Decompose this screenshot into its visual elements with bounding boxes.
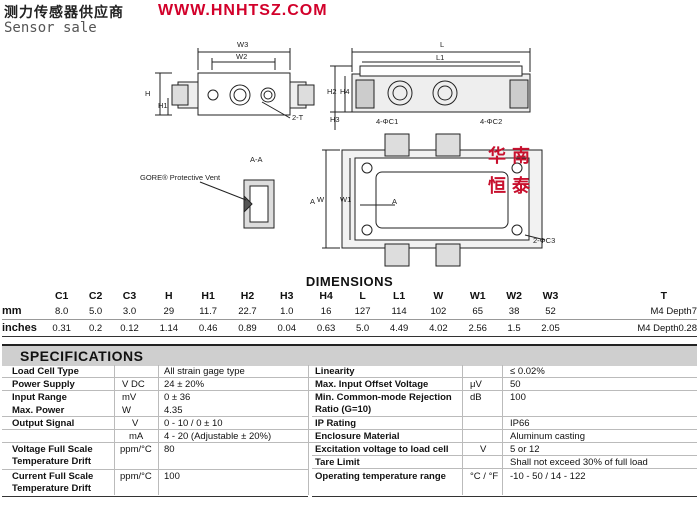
- table-row: Operating temperature range °C / °F -10 …: [312, 470, 697, 497]
- col-C1: C1: [54, 290, 69, 302]
- subtitle: Sensor sale: [4, 20, 97, 36]
- table-row: Excitation voltage to load cell V 5 or 1…: [312, 443, 697, 456]
- stamp-logo: 华 南 恒 泰: [488, 145, 531, 197]
- divider: [114, 365, 115, 495]
- table-row: Tare Limit Shall not exceed 30% of full …: [312, 456, 697, 469]
- svg-text:4-ΦC1: 4-ΦC1: [376, 117, 398, 126]
- svg-text:H1: H1: [158, 101, 168, 110]
- svg-text:2-T: 2-T: [292, 113, 304, 122]
- svg-text:W: W: [317, 195, 325, 204]
- table-row: mA 4 - 20 (Adjustable ± 20%) Enclosure M…: [2, 430, 697, 443]
- table-row: Max. Power W 4.35: [2, 404, 308, 417]
- divider: [502, 365, 503, 495]
- top-view: [322, 133, 546, 267]
- table-row: Min. Common-mode Rejection Ratio (G=10) …: [312, 391, 697, 417]
- svg-text:GORE® Protective Vent: GORE® Protective Vent: [140, 173, 221, 182]
- col-L: L: [359, 290, 366, 302]
- col-H4: H4: [319, 290, 333, 302]
- svg-text:H3: H3: [330, 115, 340, 124]
- side-view: [155, 48, 315, 119]
- drawing-labels: W3 W2 H H1 2-T L L1 H2 H4 H3 4-ΦC1 4-ΦC2…: [140, 40, 555, 245]
- svg-text:2-ΦC3: 2-ΦC3: [533, 236, 555, 245]
- col-C2: C2: [88, 290, 103, 302]
- divider: [462, 365, 463, 495]
- col-C3: C3: [122, 290, 137, 302]
- svg-text:恒: 恒: [488, 175, 506, 197]
- website-url[interactable]: WWW.HNHTSZ.COM: [158, 2, 328, 19]
- svg-text:A-A: A-A: [250, 155, 263, 164]
- col-H1: H1: [201, 290, 215, 302]
- svg-text:W2: W2: [236, 52, 247, 61]
- dimensions-header-row: C1 C2 C3 H H1 H2 H3 H4 L L1 W W1 W2 W3 T: [2, 289, 697, 303]
- divider: [308, 365, 309, 495]
- svg-text:A: A: [310, 197, 315, 206]
- svg-text:H4: H4: [340, 87, 350, 96]
- table-row: Output Signal V 0 - 10 / 0 ± 10 IP Ratin…: [2, 417, 697, 430]
- col-H3: H3: [280, 290, 294, 302]
- table-row: Voltage Full Scale Temperature Drift ppm…: [2, 443, 308, 470]
- section-view: [199, 179, 275, 229]
- technical-drawing: W3 W2 H H1 2-T L L1 H2 H4 H3 4-ΦC1 4-ΦC2…: [140, 40, 555, 267]
- svg-text:H: H: [145, 89, 150, 98]
- col-W2: W2: [506, 290, 522, 302]
- svg-text:4-ΦC2: 4-ΦC2: [480, 117, 502, 126]
- col-W3: W3: [542, 290, 559, 302]
- svg-text:L: L: [440, 40, 444, 49]
- specifications-header: SPECIFICATIONS: [2, 344, 697, 366]
- table-row: Input Range mV 0 ± 36: [12, 392, 191, 403]
- svg-text:L1: L1: [436, 53, 444, 62]
- svg-text:A: A: [392, 197, 397, 206]
- divider: [158, 365, 159, 495]
- dimensions-table: C1 C2 C3 H H1 H2 H3 H4 L L1 W W1 W2 W3 T…: [2, 289, 697, 337]
- svg-text:南: 南: [512, 145, 530, 167]
- svg-text:H2: H2: [327, 87, 337, 96]
- col-H2: H2: [240, 290, 255, 302]
- svg-text:泰: 泰: [511, 175, 531, 197]
- table-row: Power Supply V DC 24 ± 20% Max. Input Of…: [2, 378, 697, 391]
- dimensions-title: DIMENSIONS: [305, 274, 394, 289]
- svg-text:W3: W3: [237, 40, 248, 49]
- col-H: H: [165, 290, 173, 302]
- table-row: Load Cell Type All strain gage type Line…: [2, 365, 697, 378]
- col-T: T: [660, 290, 667, 302]
- front-view: [330, 48, 531, 130]
- col-L1: L1: [392, 290, 406, 302]
- table-row: Current Full Scale Temperature Drift ppm…: [2, 470, 308, 497]
- svg-text:华: 华: [488, 145, 506, 167]
- col-W1: W1: [469, 290, 486, 302]
- company-name: 测力传感器供应商: [4, 5, 124, 21]
- svg-text:W1: W1: [340, 195, 351, 204]
- col-W: W: [433, 290, 444, 302]
